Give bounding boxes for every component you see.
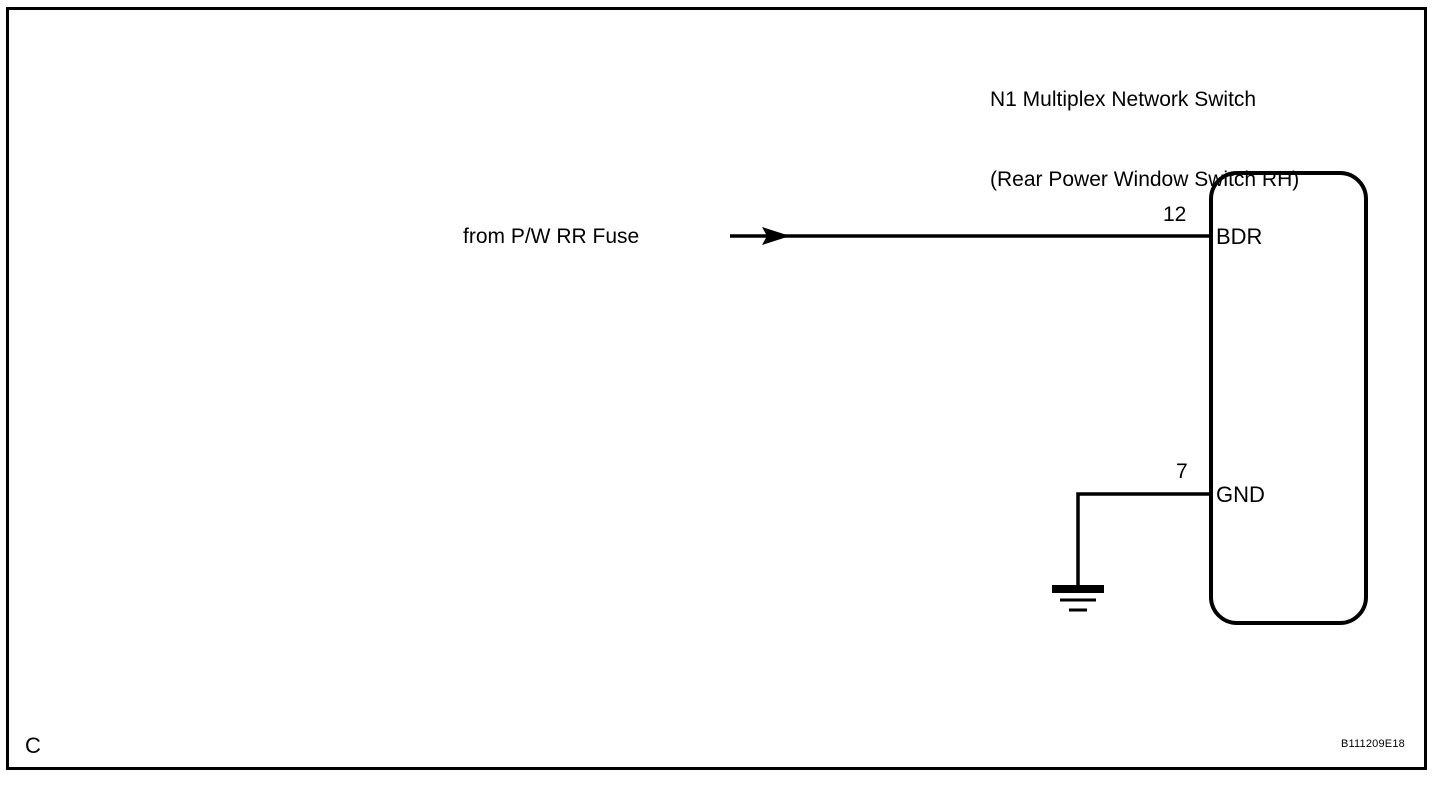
pin-number-gnd: 7 (1176, 460, 1188, 483)
wire-gnd (1076, 492, 1211, 588)
figure-code: B111209E18 (1341, 738, 1405, 750)
pin-number-bdr: 12 (1163, 203, 1187, 226)
device-title: N1 Multiplex Network Switch (Rear Power … (990, 33, 1299, 248)
ground-icon (1052, 585, 1104, 612)
device-title-line2: (Rear Power Window Switch RH) (990, 168, 1300, 192)
source-label: from P/W RR Fuse (463, 225, 640, 248)
sheet-letter: C (25, 733, 41, 758)
diagram-border-frame (6, 7, 1427, 770)
arrow-right-icon (762, 227, 790, 245)
pin-name-bdr: BDR (1216, 224, 1263, 249)
connector-box (1209, 171, 1368, 625)
pin-name-gnd: GND (1216, 482, 1265, 507)
device-title-line1: N1 Multiplex Network Switch (990, 87, 1257, 111)
